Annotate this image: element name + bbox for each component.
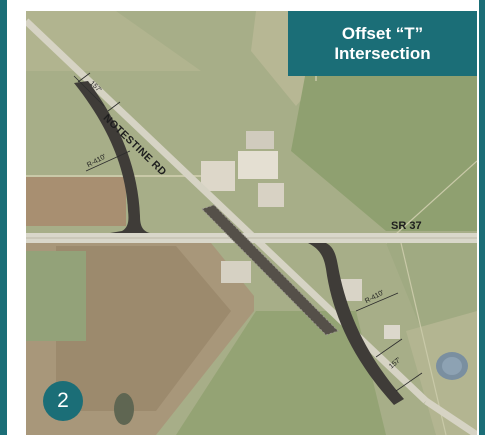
dimension-line — [375, 338, 403, 358]
aerial-map — [26, 11, 477, 435]
house — [384, 325, 400, 339]
left-accent-bar — [0, 0, 7, 435]
map-canvas — [26, 11, 477, 435]
radius-leader — [85, 150, 131, 172]
title-line-1: Offset “T” — [341, 23, 424, 43]
right-accent-bar — [479, 0, 485, 435]
farm-building — [238, 151, 278, 179]
farm-building — [258, 183, 284, 207]
dimension-tick — [77, 72, 91, 83]
green-field-south — [176, 311, 386, 435]
map-title-box: Offset “T” Intersection — [288, 11, 477, 76]
field-road — [385, 160, 477, 244]
plowed-field — [56, 246, 231, 411]
brown-field — [26, 176, 126, 226]
removed-road-hatch — [201, 204, 339, 336]
new-connector-north — [74, 81, 166, 233]
farm-building — [246, 131, 274, 149]
pond-inner — [442, 357, 462, 375]
road-label-sr37: SR 37 — [391, 220, 422, 232]
green-field-sw — [26, 251, 86, 341]
title-line-2: Intersection — [334, 43, 431, 63]
farm-building — [201, 161, 235, 191]
new-connector-south — [308, 243, 404, 405]
radius-leader — [355, 292, 399, 312]
dimension-tick — [107, 101, 121, 112]
option-number-badge: 2 — [43, 381, 83, 421]
tree-shadow — [114, 393, 134, 425]
removed-road-section — [202, 205, 338, 335]
farm-building — [221, 261, 251, 283]
green-field — [291, 71, 477, 231]
dimension-line — [395, 372, 423, 392]
field-se — [386, 243, 477, 341]
notestine-rd-existing — [424, 398, 477, 435]
field-road — [400, 242, 447, 435]
field-patch — [26, 11, 201, 71]
